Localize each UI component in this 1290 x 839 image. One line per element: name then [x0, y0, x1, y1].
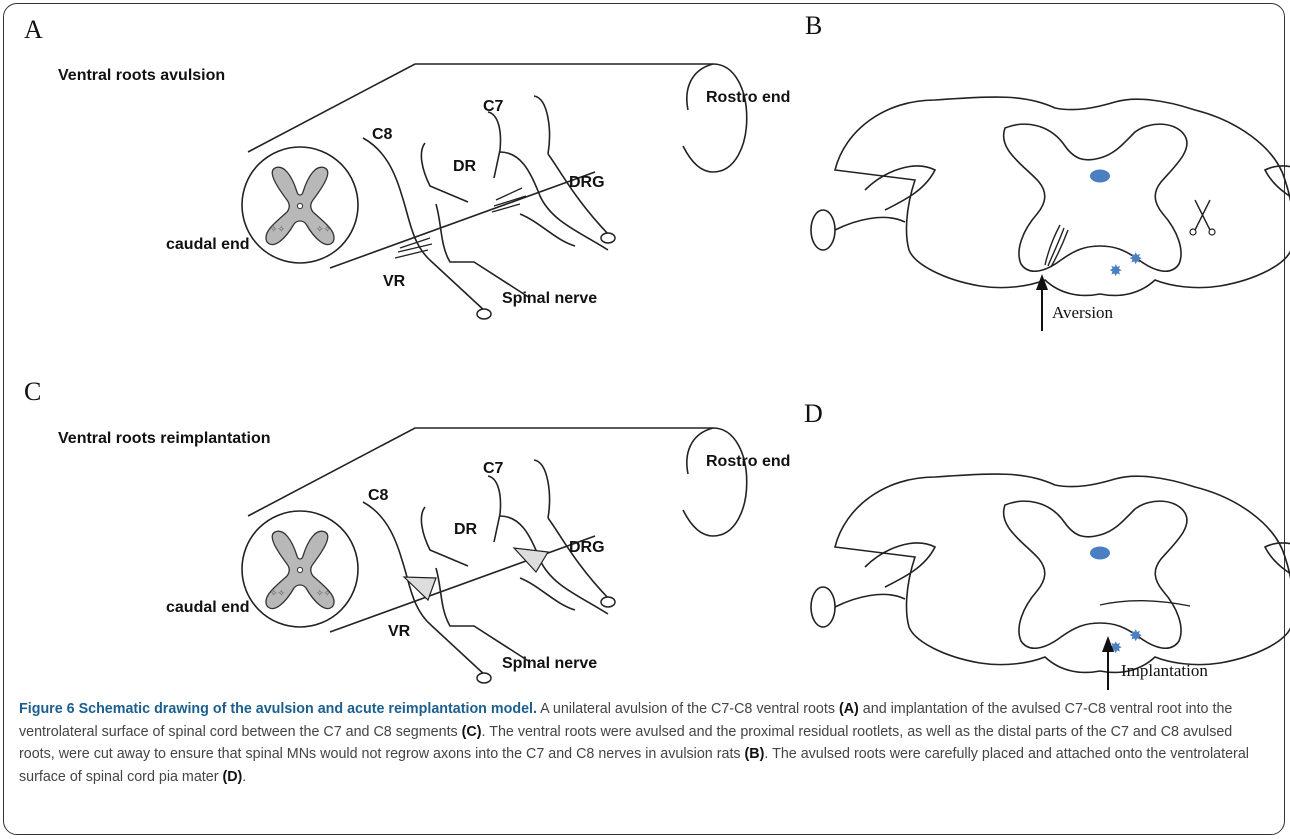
avulsed-rootlets-a2 [492, 188, 526, 212]
implantation-label: Implantation [1121, 661, 1208, 680]
panel-d-letter: D [804, 399, 823, 428]
caudal-end-label-a: caudal end [166, 236, 250, 253]
avulsed-rootlets-a [395, 238, 432, 258]
panel-c-letter: C [24, 377, 41, 406]
figure-caption: Figure 6 Schematic drawing of the avulsi… [19, 698, 1269, 788]
dr-label-a: DR [453, 158, 477, 175]
drg-label-a: DRG [569, 174, 605, 191]
panel-c: C Ventral roots reimplantation Rostro en… [24, 377, 790, 683]
vr-label-c: VR [388, 623, 411, 640]
panel-d: D Implantation [804, 399, 1290, 690]
spinal-section-b [811, 97, 1290, 295]
spinal-nerve-label-c: Spinal nerve [502, 655, 597, 672]
implanted-root-d [1100, 601, 1190, 606]
c8-label-a: C8 [372, 126, 393, 143]
caption-ref-b: (B) [745, 746, 765, 762]
drg-label-c: DRG [569, 539, 605, 556]
dr-label-c: DR [454, 521, 478, 538]
figure-illustration: ✧✧ ✧✧ ✸ ✸ [0, 0, 1290, 700]
caption-text-1: A unilateral avulsion of the C7-C8 ventr… [537, 701, 839, 717]
c7-label-a: C7 [483, 98, 504, 115]
caption-ref-c: (C) [462, 724, 482, 740]
c7-label-c: C7 [483, 460, 504, 477]
vr-label-a: VR [383, 273, 406, 290]
panel-c-title: Ventral roots reimplantation [58, 430, 270, 447]
panel-b-letter: B [805, 11, 822, 40]
avulsed-rootlets-b [1045, 225, 1068, 267]
spinal-section-d [811, 474, 1290, 672]
panel-b: B Aversion [805, 11, 1290, 331]
aversion-label: Aversion [1052, 303, 1114, 322]
scissors-icon [1195, 200, 1210, 230]
caption-ref-d: (D) [222, 769, 242, 785]
caption-text-5: . [242, 769, 246, 785]
reimplanted-root-c8 [404, 577, 436, 600]
reimplanted-root-c7 [514, 548, 548, 572]
panel-a: A Ventral roots avulsion Rostro end C8 C… [24, 15, 790, 319]
panel-a-letter: A [24, 15, 43, 44]
caption-ref-a: (A) [839, 701, 859, 717]
rostral-end-label-c: Rostro end [706, 453, 790, 470]
c8-label-c: C8 [368, 487, 389, 504]
panel-a-title: Ventral roots avulsion [58, 67, 225, 84]
spinal-nerve-label-a: Spinal nerve [502, 290, 597, 307]
caption-title: Figure 6 Schematic drawing of the avulsi… [19, 701, 537, 717]
caudal-end-label-c: caudal end [166, 599, 250, 616]
rostral-end-label-a: Rostro end [706, 89, 790, 106]
